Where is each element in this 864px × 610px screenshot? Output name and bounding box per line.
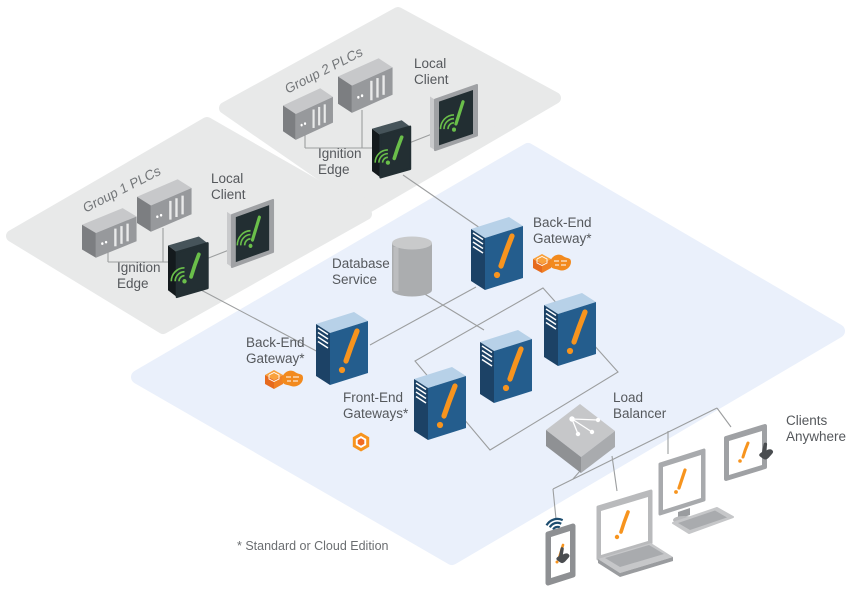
server-frontend-gateway-1 (414, 367, 466, 440)
client-laptop (596, 489, 673, 577)
plane-group1 (6, 117, 372, 334)
fanout-dots-icon (569, 416, 601, 437)
client-tablet (724, 424, 775, 481)
label-ignition-edge-group2: Ignition Edge (318, 146, 362, 178)
client-smartphone (545, 517, 576, 586)
server-backend-gateway-top (471, 217, 523, 290)
label-backend-gateway-top: Back-End Gateway* (533, 215, 592, 247)
keyboard (672, 507, 734, 534)
ignition-edge-device-group2 (370, 118, 412, 180)
client-desktop (658, 448, 734, 534)
label-local-client-group1: Local Client (211, 171, 246, 203)
plane-group2 (219, 7, 561, 213)
label-ignition-edge-group1: Ignition Edge (117, 260, 161, 292)
server-frontend-gateway-3 (544, 293, 596, 366)
label-clients-anywhere: Clients Anywhere (786, 413, 847, 445)
server-frontend-gateway-2 (480, 330, 532, 403)
label-load-balancer: Load Balancer (613, 390, 667, 422)
label-local-client-group2: Local Client (414, 56, 449, 88)
label-backend-gateway-left: Back-End Gateway* (246, 335, 305, 367)
server-backend-gateway-left (316, 312, 368, 385)
label-database-service: Database Service (332, 256, 390, 288)
load-balancer-icon (546, 404, 615, 473)
ignition-edge-device-group1 (166, 234, 210, 299)
footnote: * Standard or Cloud Edition (237, 539, 389, 553)
database-cylinder-icon (392, 236, 432, 297)
label-frontend-gateways: Front-End Gateways* (343, 390, 409, 422)
